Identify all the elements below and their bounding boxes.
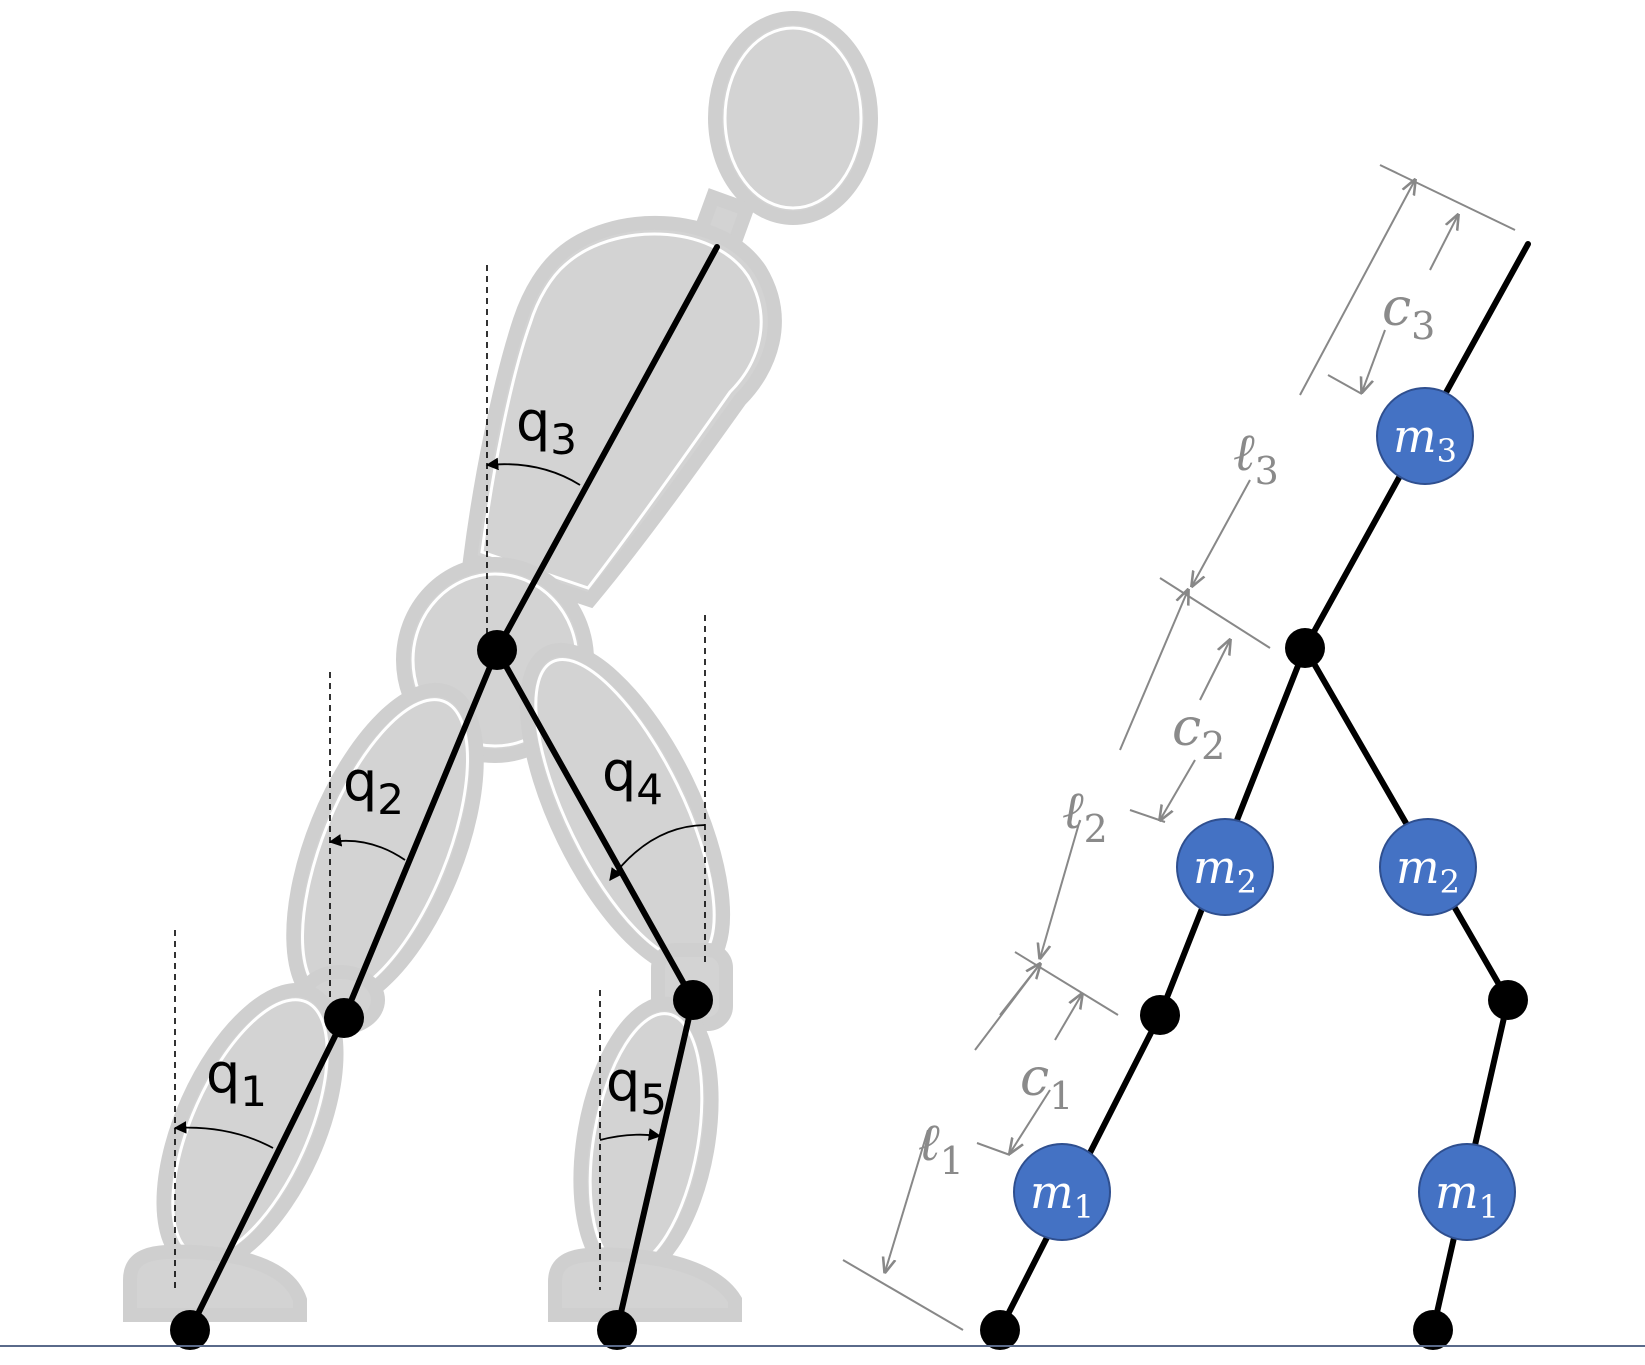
torso-shape — [462, 216, 782, 609]
right-joints — [980, 628, 1528, 1350]
angle-labels: q1 q2 q3 q4 q5 — [206, 390, 667, 1124]
vertical-references — [174, 265, 706, 1290]
model-back-ankle-joint — [980, 1310, 1020, 1350]
model-front-ankle-joint — [1413, 1310, 1453, 1350]
head-shape — [708, 11, 878, 225]
mass-m2-front: m2 — [1379, 818, 1477, 916]
front-ankle-joint — [597, 1310, 637, 1350]
length-label-l1: ℓ1 — [918, 1113, 964, 1183]
human-silhouette — [123, 11, 878, 1322]
angle-label-q2: q2 — [343, 750, 404, 824]
mass-m1-back: m1 — [1013, 1143, 1111, 1241]
left-joints — [170, 630, 713, 1350]
length-label-l2: ℓ2 — [1062, 781, 1108, 851]
front-thigh-shape — [519, 642, 731, 978]
mass-m2-back: m2 — [1176, 818, 1274, 916]
angle-label-q4: q4 — [602, 740, 663, 814]
back-knee-joint — [324, 998, 364, 1038]
front-foot-shape — [548, 1247, 742, 1322]
svg-text:m2: m2 — [1396, 840, 1460, 901]
angle-label-q3: q3 — [516, 390, 577, 464]
svg-text:m2: m2 — [1193, 840, 1257, 901]
dimension-labels: ℓ1 ℓ2 ℓ3 c1 c2 c3 — [918, 278, 1435, 1183]
model-back-knee-joint — [1140, 995, 1180, 1035]
dimension-lines — [842, 164, 1516, 1331]
com-label-c2: c2 — [1172, 698, 1225, 768]
hip-joint — [477, 630, 517, 670]
com-label-c3: c3 — [1382, 278, 1435, 348]
svg-text:m3: m3 — [1393, 409, 1457, 470]
left-stick-links — [187, 244, 720, 1333]
mass-m1-front: m1 — [1418, 1143, 1516, 1241]
front-knee-joint — [673, 980, 713, 1020]
point-masses: m3 m2 m2 m1 m1 — [1013, 387, 1516, 1241]
svg-text:m1: m1 — [1435, 1165, 1499, 1226]
angle-label-q1: q1 — [206, 1042, 267, 1116]
front-shank-shape — [573, 996, 719, 1284]
angle-arcs — [173, 457, 706, 1149]
com-label-c1: c1 — [1020, 1048, 1073, 1118]
model-hip-joint — [1285, 628, 1325, 668]
svg-text:m1: m1 — [1030, 1165, 1094, 1226]
angle-label-q5: q5 — [606, 1050, 667, 1124]
model-front-knee-joint — [1488, 980, 1528, 1020]
length-label-l3: ℓ3 — [1233, 423, 1279, 493]
mass-m3: m3 — [1376, 387, 1474, 485]
back-ankle-joint — [170, 1310, 210, 1350]
